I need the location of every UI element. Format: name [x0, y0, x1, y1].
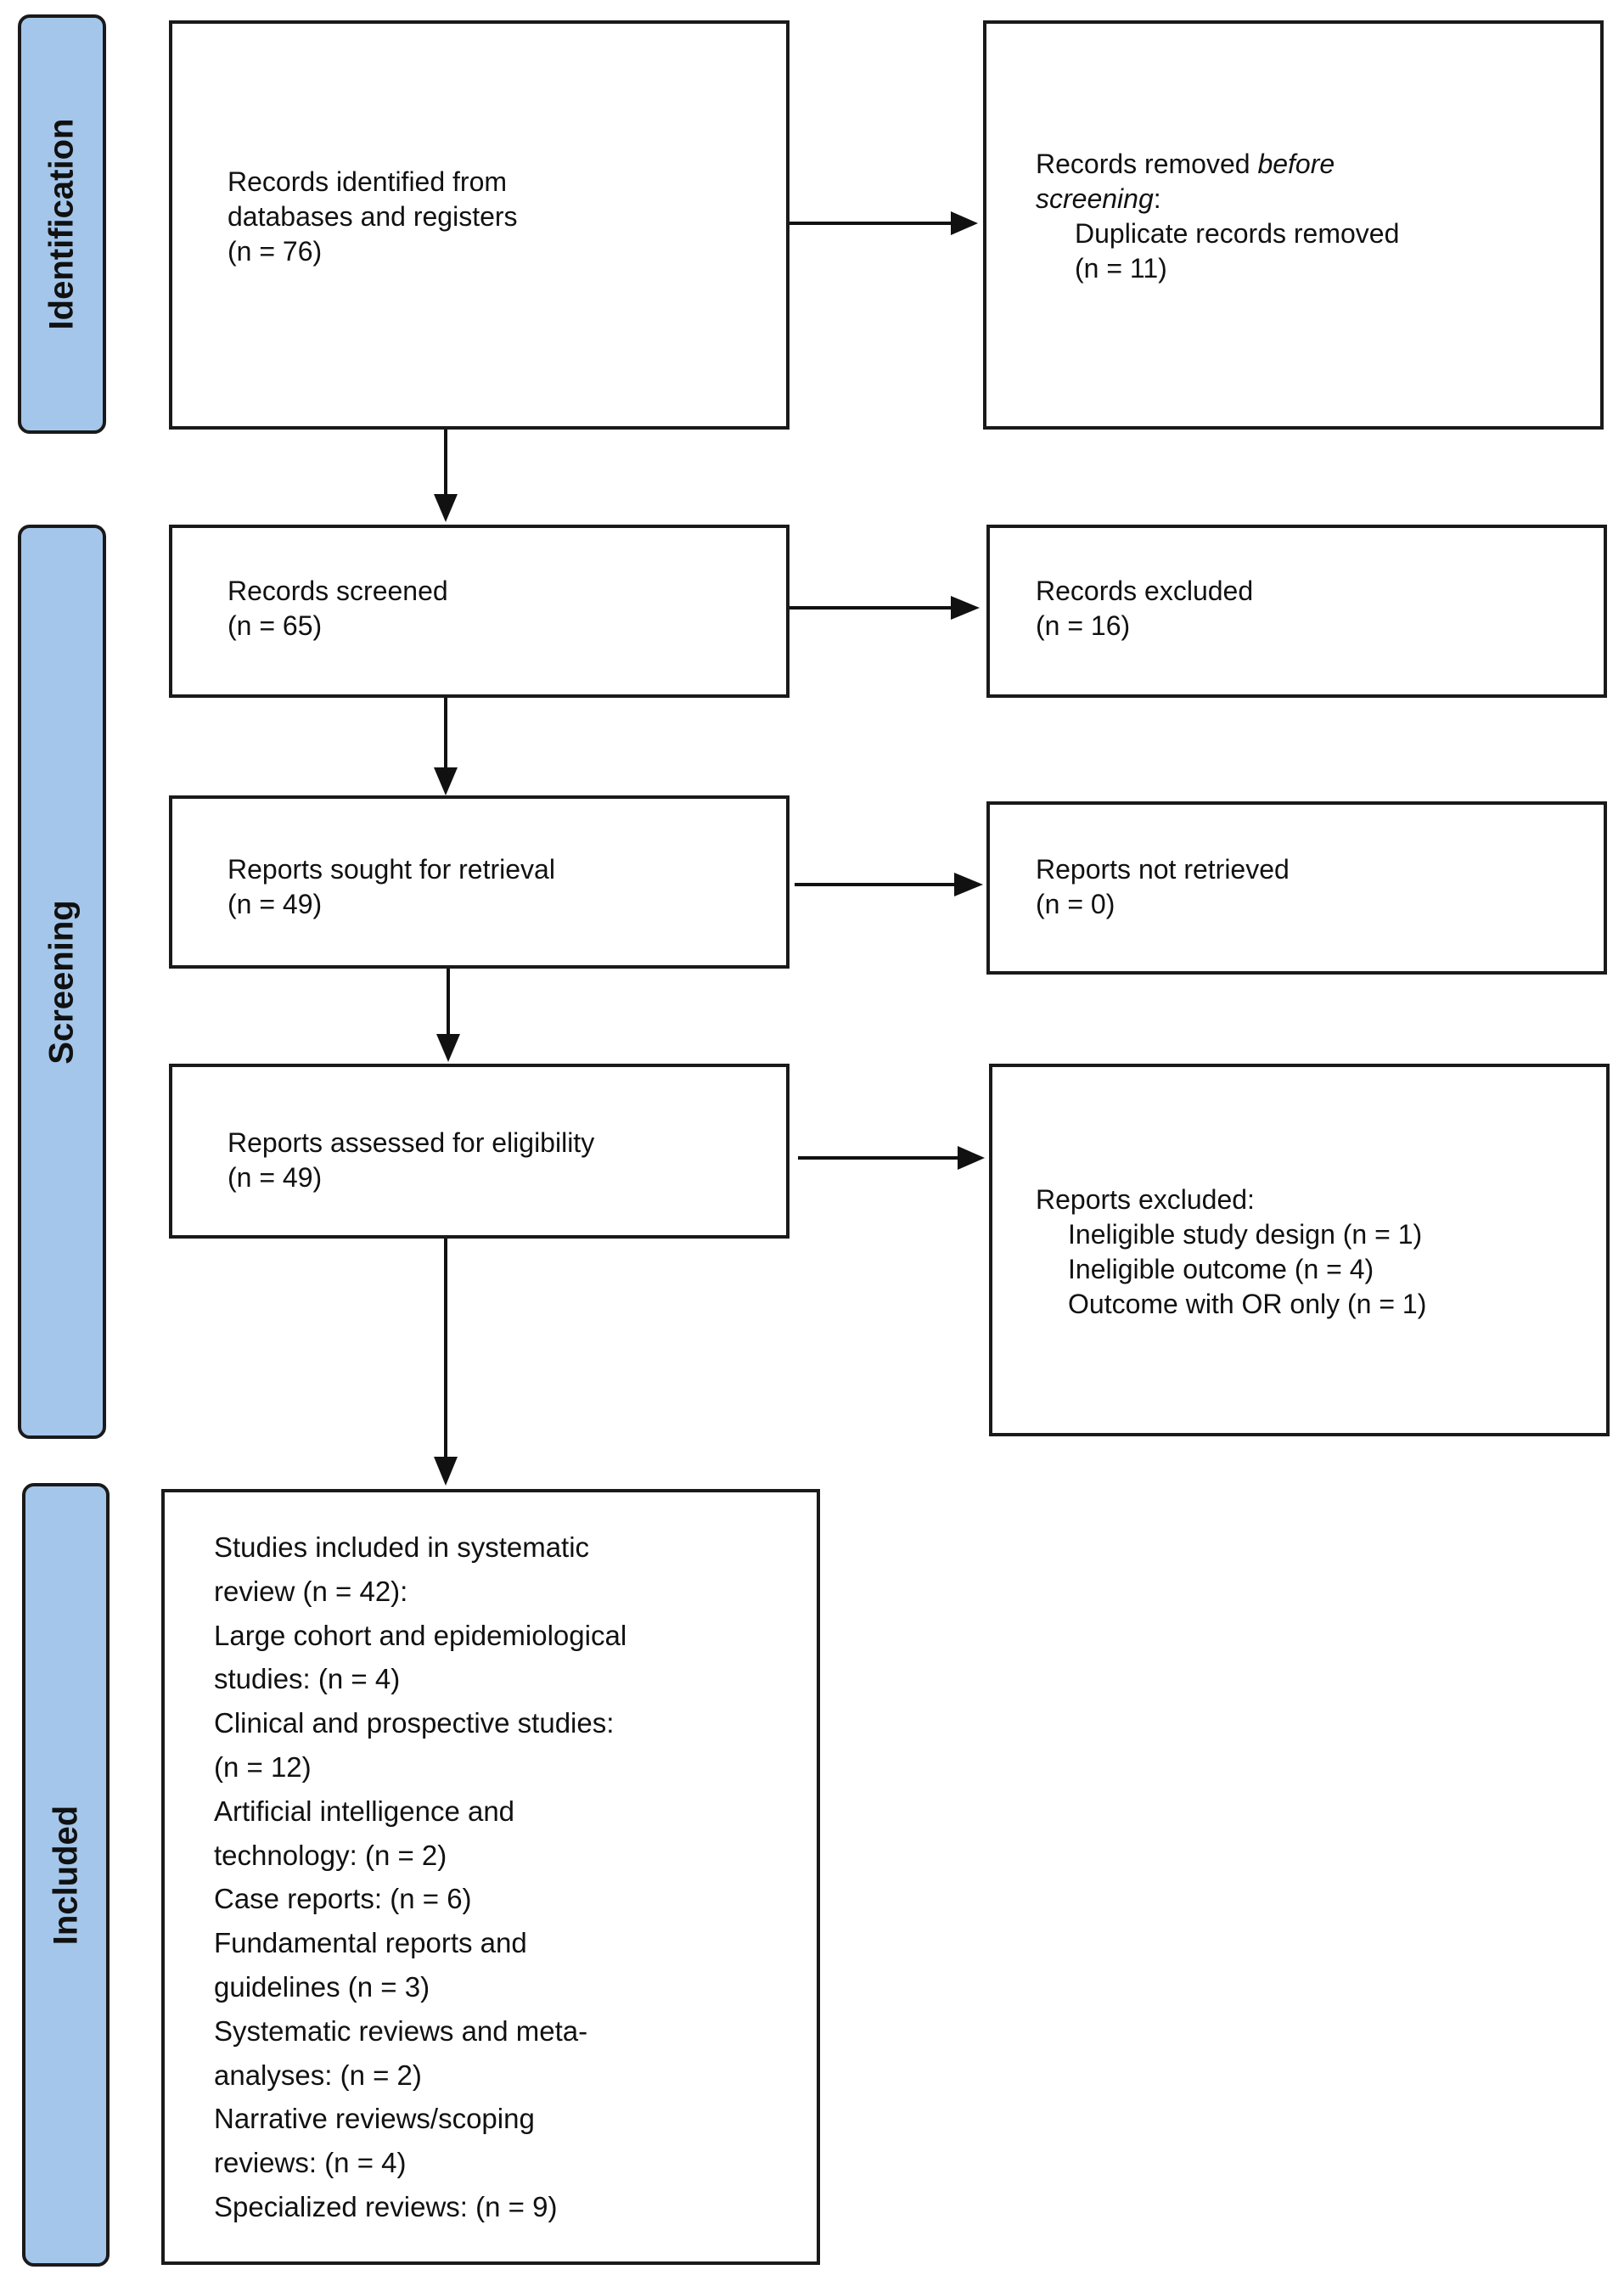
box-records-screened: [169, 525, 790, 698]
box-records-excluded: [986, 525, 1607, 698]
arrowhead: [954, 873, 983, 896]
arrowhead: [434, 494, 458, 522]
text-line: Artificial intelligence and: [214, 1795, 515, 1827]
text-line: (n = 16): [1036, 610, 1131, 641]
text: screening: [1036, 183, 1154, 214]
text: Records removed: [1036, 149, 1258, 179]
text-line: Reports excluded:: [1036, 1184, 1255, 1215]
records-identified-text: Records identified from databases and re…: [228, 165, 518, 269]
text-line: screening:: [1036, 182, 1399, 216]
text-line: Records identified from: [228, 166, 508, 197]
stage-identification: Identification: [18, 14, 106, 434]
records-excluded-text: Records excluded (n = 16): [1036, 574, 1253, 643]
box-records-removed: [983, 20, 1604, 430]
arrowhead: [436, 1034, 460, 1062]
stage-screening: Screening: [18, 525, 106, 1439]
reports-excluded-text: Reports excluded: Ineligible study desig…: [1036, 1183, 1426, 1322]
box-records-identified: [169, 20, 790, 430]
text-line: studies: (n = 4): [214, 1663, 401, 1695]
reports-assessed-text: Reports assessed for eligibility (n = 49…: [228, 1126, 594, 1195]
box-reports-assessed: [169, 1064, 790, 1239]
text: before: [1257, 149, 1335, 179]
text-line: Clinical and prospective studies:: [214, 1707, 615, 1739]
text-line: Outcome with OR only (n = 1): [1068, 1289, 1427, 1319]
text-line: (n = 76): [228, 236, 323, 267]
text-line: Ineligible outcome (n = 4): [1068, 1254, 1374, 1284]
box-studies-included: [161, 1489, 820, 2265]
records-screened-text: Records screened (n = 65): [228, 574, 448, 643]
reports-sought-text: Reports sought for retrieval (n = 49): [228, 852, 555, 922]
text-line: Reports not retrieved: [1036, 854, 1290, 885]
box-reports-excluded: [989, 1064, 1610, 1436]
studies-included-text: Studies included in systematic review (n …: [214, 1525, 627, 2229]
box-reports-sought: [169, 795, 790, 969]
reports-not-retrieved-text: Reports not retrieved (n = 0): [1036, 852, 1290, 922]
text-line: (n = 12): [214, 1750, 312, 1783]
text-line: Reports sought for retrieval: [228, 854, 555, 885]
text-line: databases and registers: [228, 201, 518, 232]
text-line: Studies included in systematic: [214, 1531, 590, 1563]
arrowhead: [951, 596, 980, 620]
stage-included: Included: [22, 1483, 110, 2267]
text-line: reviews: (n = 4): [214, 2147, 407, 2179]
text-line: Records removed before: [1036, 147, 1399, 182]
text-line: guidelines (n = 3): [214, 1970, 430, 2003]
box-reports-not-retrieved: [986, 801, 1607, 975]
text-line: Ineligible study design (n = 1): [1068, 1219, 1423, 1250]
text-line: Duplicate records removed: [1075, 218, 1400, 249]
text-line: analyses: (n = 2): [214, 2059, 422, 2091]
text-line: review (n = 42):: [214, 1575, 408, 1607]
text-line: (n = 49): [228, 1162, 323, 1193]
arrowhead: [434, 1457, 458, 1486]
text-line: (n = 65): [228, 610, 323, 641]
text: :: [1153, 183, 1161, 214]
text-line: (n = 0): [1036, 889, 1115, 919]
text-line: Reports assessed for eligibility: [228, 1127, 595, 1158]
text-line: (n = 11): [1075, 253, 1167, 284]
text-line: Records excluded: [1036, 576, 1254, 606]
arrowhead: [958, 1146, 985, 1170]
records-removed-text: Records removed before screening: Duplic…: [1036, 147, 1399, 286]
text-line: Systematic reviews and meta-: [214, 2014, 588, 2047]
text-line: Case reports: (n = 6): [214, 1883, 472, 1915]
text-line: Specialized reviews: (n = 9): [214, 2190, 558, 2222]
text-line: Narrative reviews/scoping: [214, 2103, 535, 2135]
arrowhead: [434, 767, 458, 795]
text-line: technology: (n = 2): [214, 1839, 447, 1871]
text-line: (n = 49): [228, 889, 323, 919]
arrowhead: [951, 211, 978, 235]
text-line: Records screened: [228, 576, 448, 606]
text-line: Large cohort and epidemiological: [214, 1619, 627, 1651]
text-line: Fundamental reports and: [214, 1927, 527, 1959]
